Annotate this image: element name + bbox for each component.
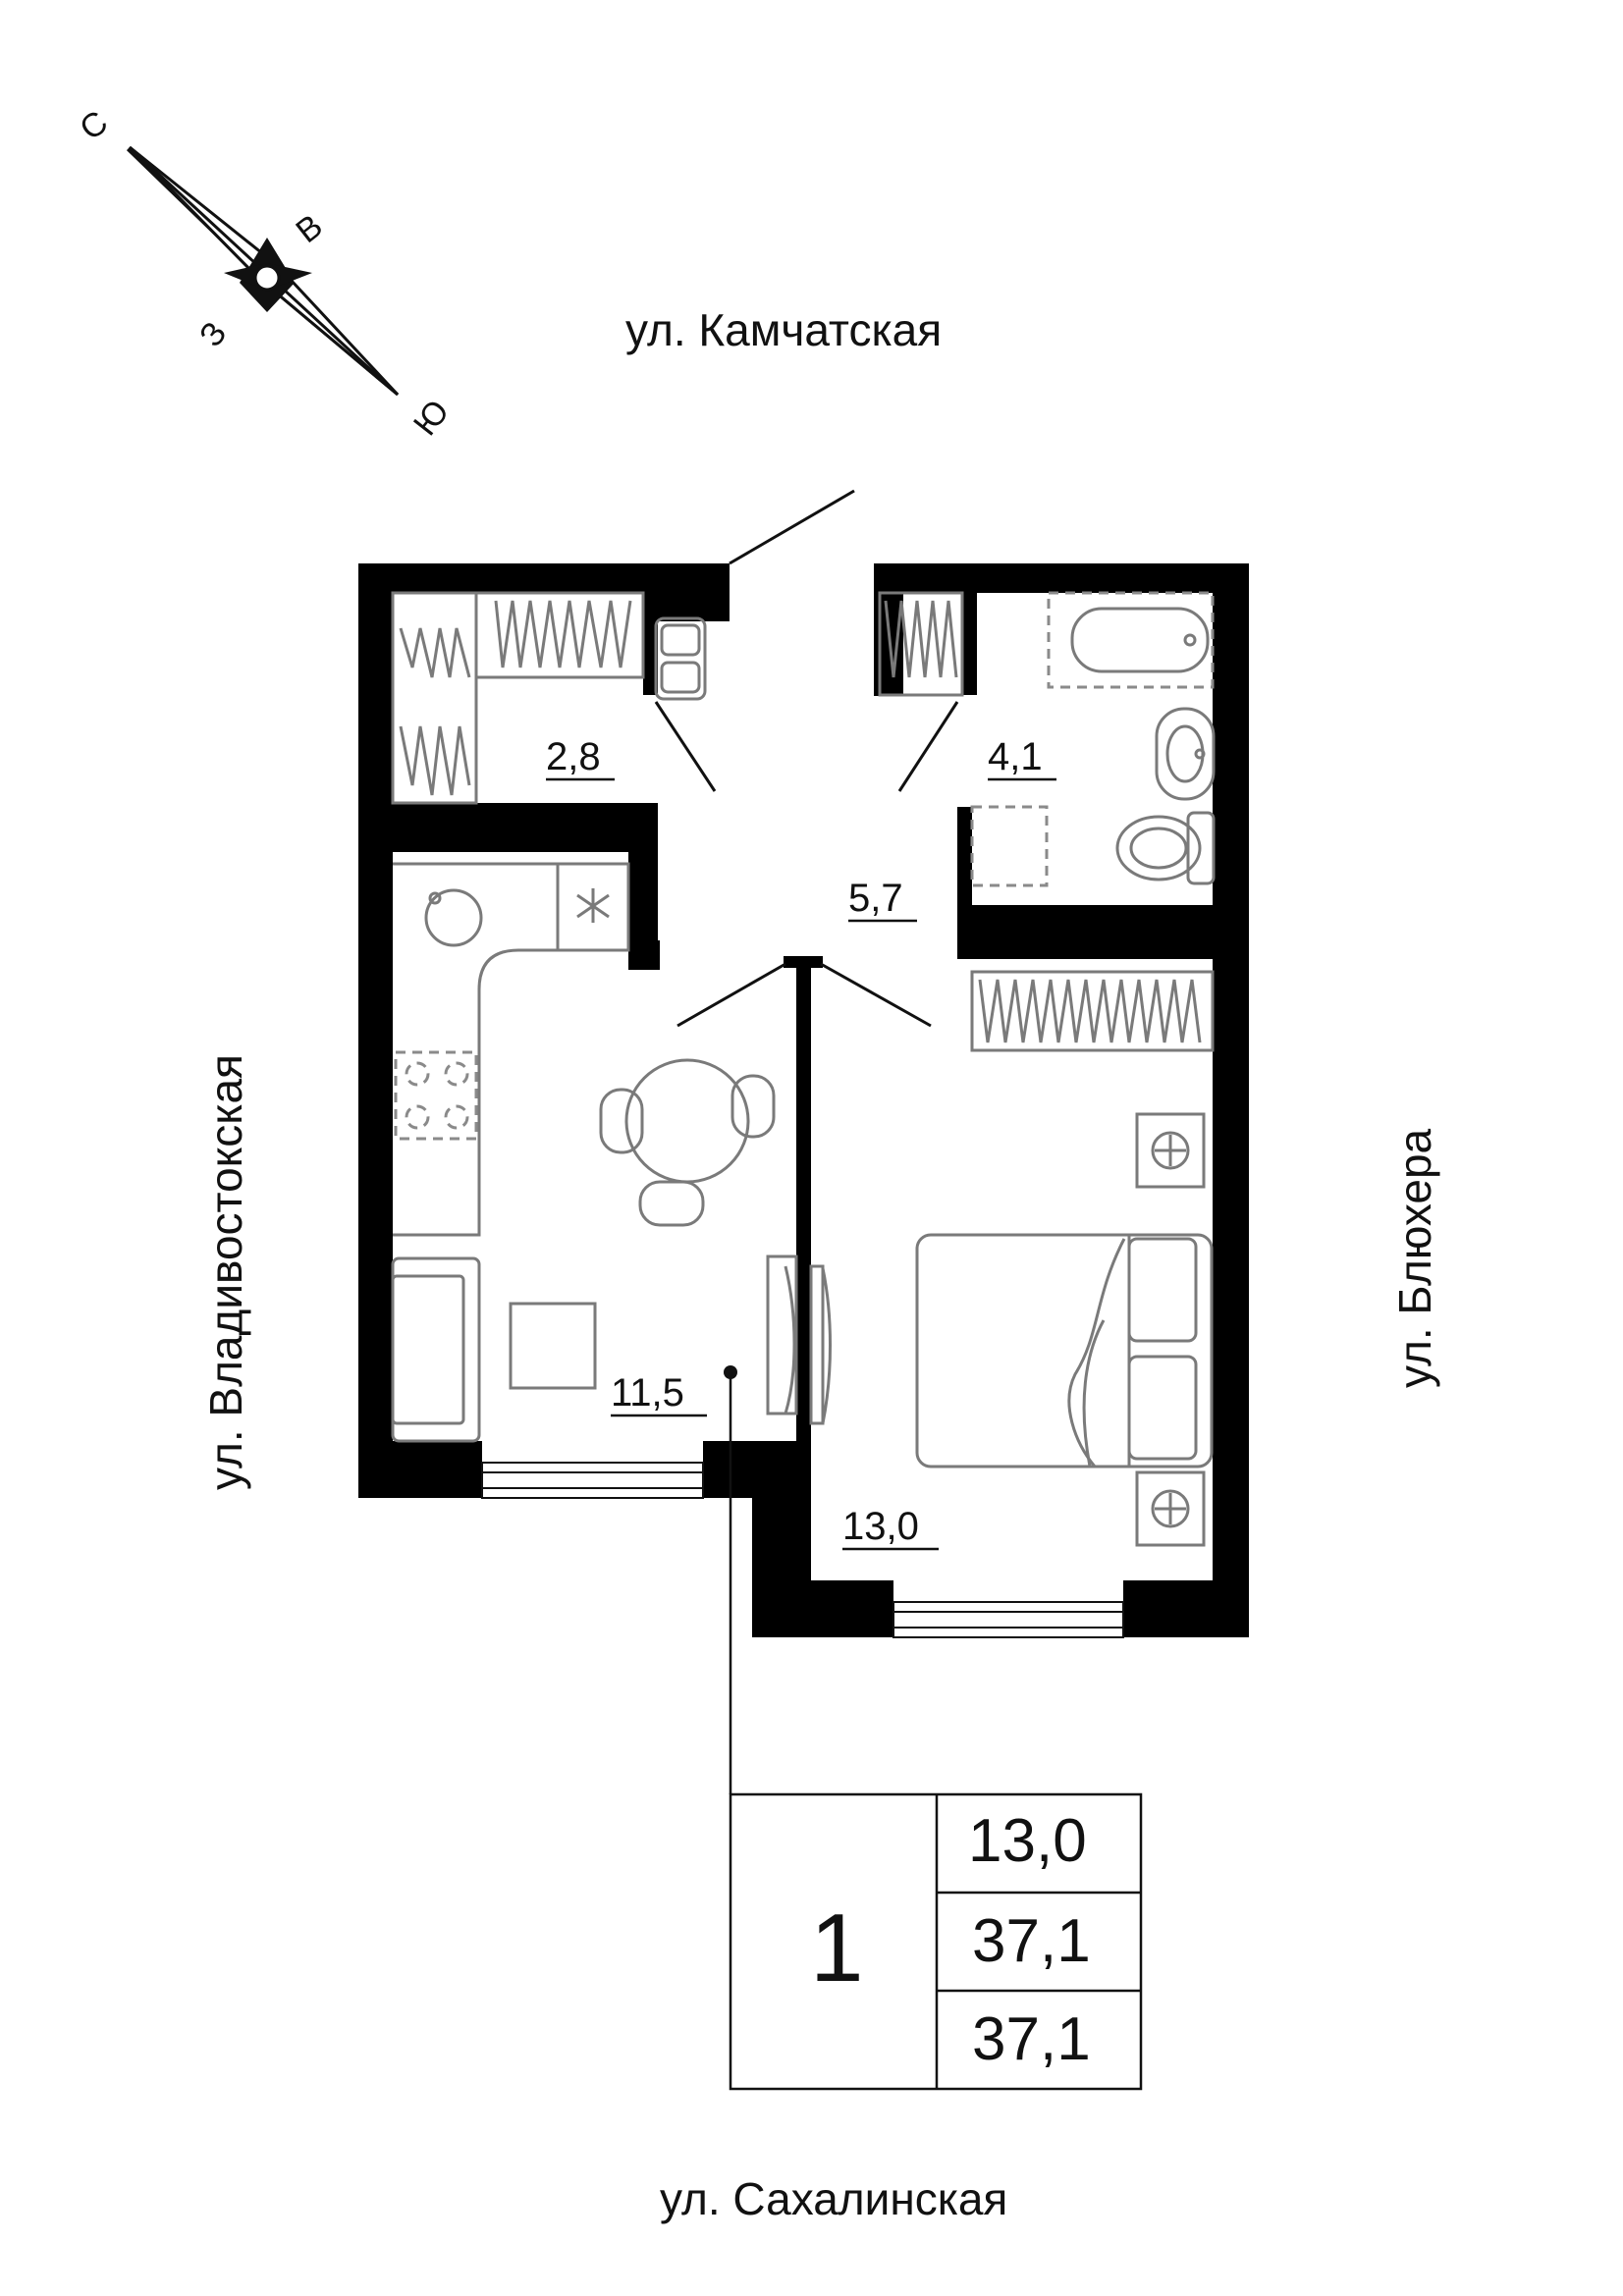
area-bathroom: 4,1: [988, 735, 1043, 778]
living-area: 13,0: [968, 1807, 1087, 1875]
sofa: [391, 1256, 597, 1443]
compass-west-label: З: [192, 315, 235, 354]
street-label-right: ул. Блюхера: [1389, 1128, 1440, 1388]
bed: [915, 1112, 1214, 1547]
furniture: [391, 591, 1216, 1547]
bedroom-wardrobe: [970, 970, 1215, 1052]
total-area: 37,1: [972, 1907, 1091, 1975]
compass-east-label: В: [290, 207, 330, 250]
walls: [358, 563, 1249, 1637]
summary-table: 1 13,0 37,1 37,1: [729, 1792, 1143, 2091]
compass-rose: С В З Ю: [73, 104, 457, 443]
area-bedroom: 13,0: [842, 1505, 919, 1548]
doors: [654, 489, 959, 1028]
windows: [481, 1462, 1124, 1638]
bathroom-fixtures: [878, 591, 1216, 887]
dining-table: [599, 1058, 776, 1227]
street-label-left: ул. Владивостокская: [200, 1054, 251, 1490]
area-hall: 5,7: [848, 877, 903, 920]
street-label-bottom: ул. Сахалинская: [660, 2173, 1007, 2224]
wardrobe-shelving: [391, 591, 645, 805]
total-area-with-balcony: 37,1: [972, 2005, 1091, 2073]
rooms-count: 1: [810, 1894, 864, 2002]
room-labels: 2,8 4,1 5,7 11,5 13,0: [546, 735, 1056, 1551]
compass-south-label: Ю: [406, 394, 457, 443]
compass-north-label: С: [73, 104, 115, 148]
area-wardrobe: 2,8: [546, 735, 601, 778]
kitchen-set: [393, 862, 630, 1237]
street-label-top: ул. Камчатская: [625, 304, 942, 355]
area-kitchen: 11,5: [611, 1371, 684, 1415]
